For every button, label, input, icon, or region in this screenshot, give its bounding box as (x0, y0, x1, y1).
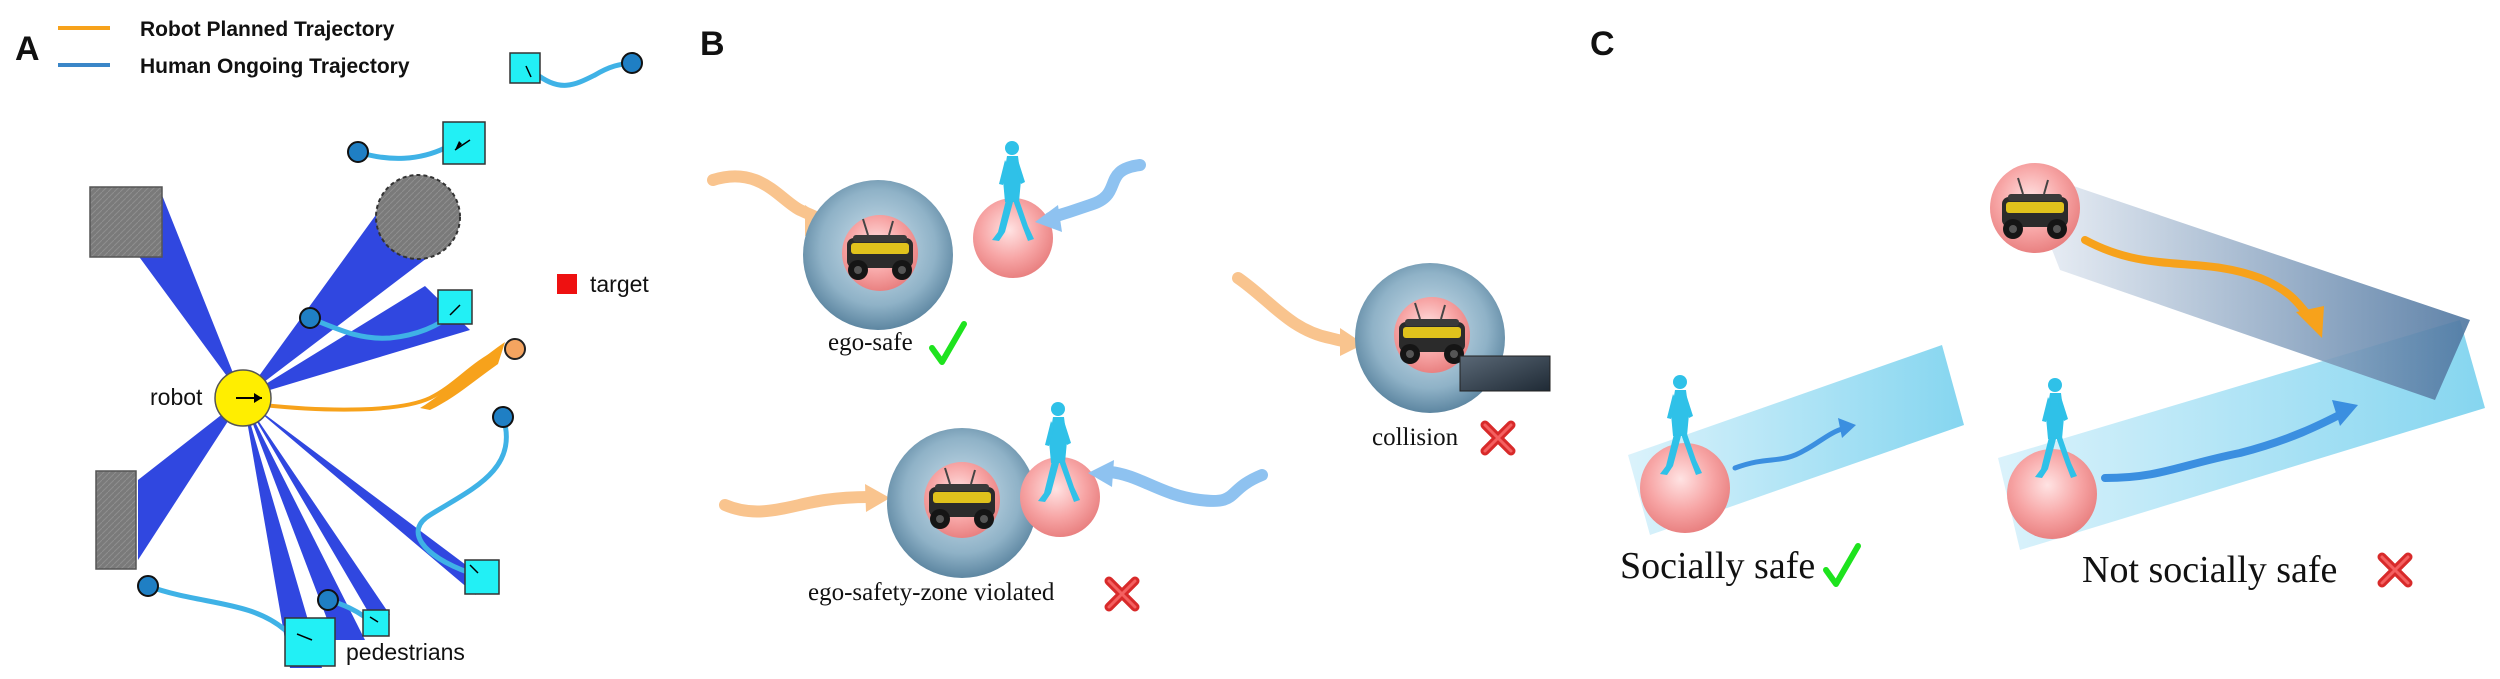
scenario-collision (1232, 263, 1551, 413)
pedestrian-1 (347, 121, 486, 165)
pedestrian-4 (137, 575, 336, 667)
zone-violated-label: ego-safety-zone violated (808, 579, 1055, 606)
scenario-ego-safe (707, 141, 1146, 330)
pedestrians-label: pedestrians (346, 639, 465, 665)
target-pedestrian-circle (504, 338, 526, 360)
scenario-socially-safe (1628, 345, 1964, 535)
panel-label-b: B (700, 25, 725, 63)
obstacle-circle (375, 174, 461, 260)
target-label: target (590, 271, 649, 297)
panel-label-a: A (15, 30, 40, 68)
robot-trajectory-tail (420, 342, 505, 410)
pedestrian-5 (317, 589, 390, 637)
check-icon (932, 324, 964, 362)
robot-label: robot (150, 384, 203, 410)
robot-marker (214, 369, 272, 427)
target-marker (557, 274, 577, 294)
pedestrian-3 (415, 406, 514, 595)
legend-human-ongoing: Human Ongoing Trajectory (140, 55, 410, 78)
collision-obstacle (1459, 355, 1551, 392)
legend: Robot Planned Trajectory Human Ongoing T… (58, 18, 410, 78)
legend-robot-planned: Robot Planned Trajectory (140, 18, 395, 41)
obstacle-rect (95, 470, 137, 570)
pedestrian-2 (299, 289, 473, 341)
cross-icon (1109, 581, 1135, 607)
cross-icon (2382, 557, 2408, 583)
lidar-beams (90, 190, 476, 668)
scenario-zone-violated (719, 402, 1268, 578)
check-icon (1826, 546, 1858, 584)
cross-icon (1485, 425, 1511, 451)
collision-label: collision (1372, 424, 1459, 451)
socially-safe-label: Socially safe (1620, 545, 1815, 587)
not-socially-safe-label: Not socially safe (2082, 549, 2337, 591)
legend-pedestrian-example (509, 52, 643, 88)
obstacle-square (89, 186, 163, 258)
ego-safe-label: ego-safe (828, 329, 913, 356)
panel-label-c: C (1590, 25, 1615, 63)
scenario-not-socially-safe (1990, 163, 2485, 550)
